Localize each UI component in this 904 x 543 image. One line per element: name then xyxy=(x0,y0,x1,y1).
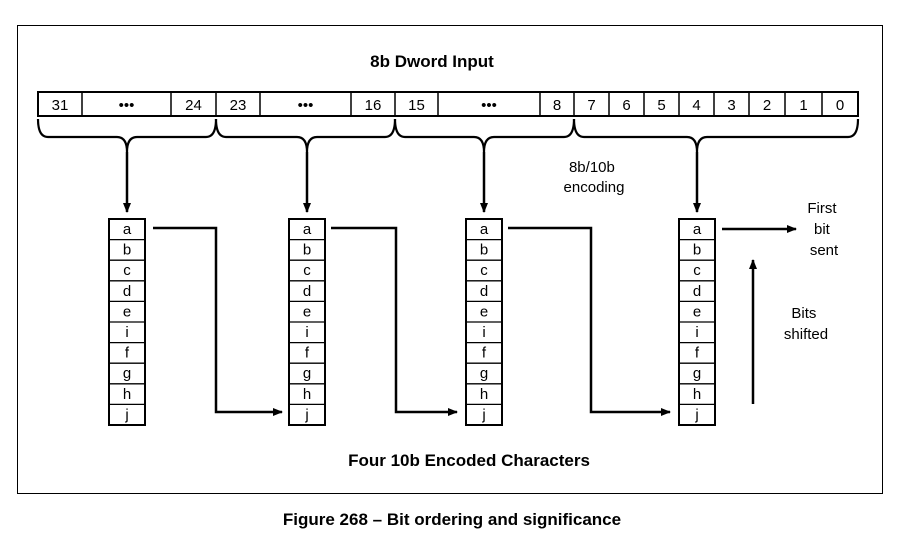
byte-brace xyxy=(572,118,860,153)
figure-frame xyxy=(17,25,883,494)
encoded-bit-label: g xyxy=(480,365,488,382)
encoded-bit-label: i xyxy=(125,324,128,341)
encoded-bit-label: c xyxy=(480,262,488,279)
encoded-bit-label: j xyxy=(304,406,308,423)
encoded-bit-label: f xyxy=(305,345,310,362)
first-bit-label-line-2: bit xyxy=(814,221,831,238)
encoding-label: 8b/10b encoding xyxy=(564,159,625,196)
encoded-bit-label: c xyxy=(123,262,131,279)
dword-input-row: 31 ••• 24 23 ••• 16 15 ••• 8 7 6 5 4 3 2 1 0 xyxy=(37,91,859,117)
encoded-bit-label: h xyxy=(123,386,131,403)
encoded-bit-label: e xyxy=(480,303,488,320)
bit-label: 8 xyxy=(553,97,561,114)
encoded-bit-label: j xyxy=(124,406,128,423)
byte-brace xyxy=(36,118,218,153)
shift-connector xyxy=(508,226,671,416)
bit-label: 23 xyxy=(230,97,247,114)
bit-label: 2 xyxy=(763,97,771,114)
bit-row-frame xyxy=(37,91,859,117)
encoded-bit-label: d xyxy=(480,283,488,300)
figure-caption: Figure 268 – Bit ordering and significan… xyxy=(282,510,622,529)
encoded-bit-label: g xyxy=(123,365,131,382)
encoded-bit-label: h xyxy=(303,386,311,403)
encoded-bit-label: g xyxy=(303,365,311,382)
first-bit-label-line-1: First xyxy=(807,200,837,217)
bit-label: 24 xyxy=(185,97,202,114)
encoded-bit-label: d xyxy=(303,283,311,300)
encoded-bit-label: a xyxy=(480,221,489,238)
encoding-label-line-1: 8b/10b xyxy=(569,159,615,176)
encoded-bit-label: f xyxy=(695,345,700,362)
serial-connectors xyxy=(153,226,671,416)
encoded-bit-label: c xyxy=(303,262,311,279)
encoded-bit-label: d xyxy=(693,283,701,300)
bit-label: 1 xyxy=(799,97,807,114)
diagram-title: 8b Dword Input xyxy=(370,52,494,71)
bits-shifted-label: Bits shifted xyxy=(784,305,828,343)
first-bit-sent-label: First bit sent xyxy=(807,200,840,259)
bit-label: 16 xyxy=(365,97,382,114)
encoded-bit-label: d xyxy=(123,283,131,300)
encoded-bit-label: b xyxy=(123,242,131,259)
bits-shifted-line-2: shifted xyxy=(784,326,828,343)
byte-brace xyxy=(214,118,397,153)
bit-label: ••• xyxy=(481,97,497,114)
bits-shifted-line-1: Bits xyxy=(791,305,816,322)
bit-label: 4 xyxy=(692,97,700,114)
encoded-bit-label: e xyxy=(123,303,131,320)
bit-label: 3 xyxy=(727,97,735,114)
encoded-bit-label: i xyxy=(482,324,485,341)
encoded-bit-label: j xyxy=(481,406,485,423)
encoded-bit-label: f xyxy=(125,345,130,362)
first-bit-label-line-3: sent xyxy=(810,242,839,259)
bit-label: 15 xyxy=(408,97,425,114)
encoded-bit-label: a xyxy=(693,221,702,238)
encoded-bit-label: h xyxy=(693,386,701,403)
byte-braces xyxy=(36,118,860,213)
bit-label: 7 xyxy=(587,97,595,114)
encoded-bit-label: i xyxy=(695,324,698,341)
encoded-bit-label: a xyxy=(303,221,312,238)
bit-label: 6 xyxy=(622,97,630,114)
bit-label: ••• xyxy=(119,97,135,114)
encoded-characters-label: Four 10b Encoded Characters xyxy=(348,451,590,470)
shift-connector xyxy=(331,226,458,416)
encoding-label-line-2: encoding xyxy=(564,179,625,196)
encoded-bit-label: e xyxy=(303,303,311,320)
bit-label: 5 xyxy=(657,97,665,114)
encoded-bit-label: i xyxy=(305,324,308,341)
encoded-bit-label: h xyxy=(480,386,488,403)
encoded-bit-label: b xyxy=(480,242,488,259)
bit-label: 0 xyxy=(836,97,844,114)
bit-label: 31 xyxy=(52,97,69,114)
encoded-bit-label: e xyxy=(693,303,701,320)
encoded-bit-label: a xyxy=(123,221,132,238)
encoded-bit-label: c xyxy=(693,262,701,279)
encoded-bit-label: g xyxy=(693,365,701,382)
byte-brace xyxy=(393,118,576,153)
encoded-bit-label: f xyxy=(482,345,487,362)
encoded-bit-label: b xyxy=(303,242,311,259)
encoded-bit-label: j xyxy=(694,406,698,423)
bit-label: ••• xyxy=(298,97,314,114)
shift-connector xyxy=(153,226,283,416)
encoded-bit-label: b xyxy=(693,242,701,259)
